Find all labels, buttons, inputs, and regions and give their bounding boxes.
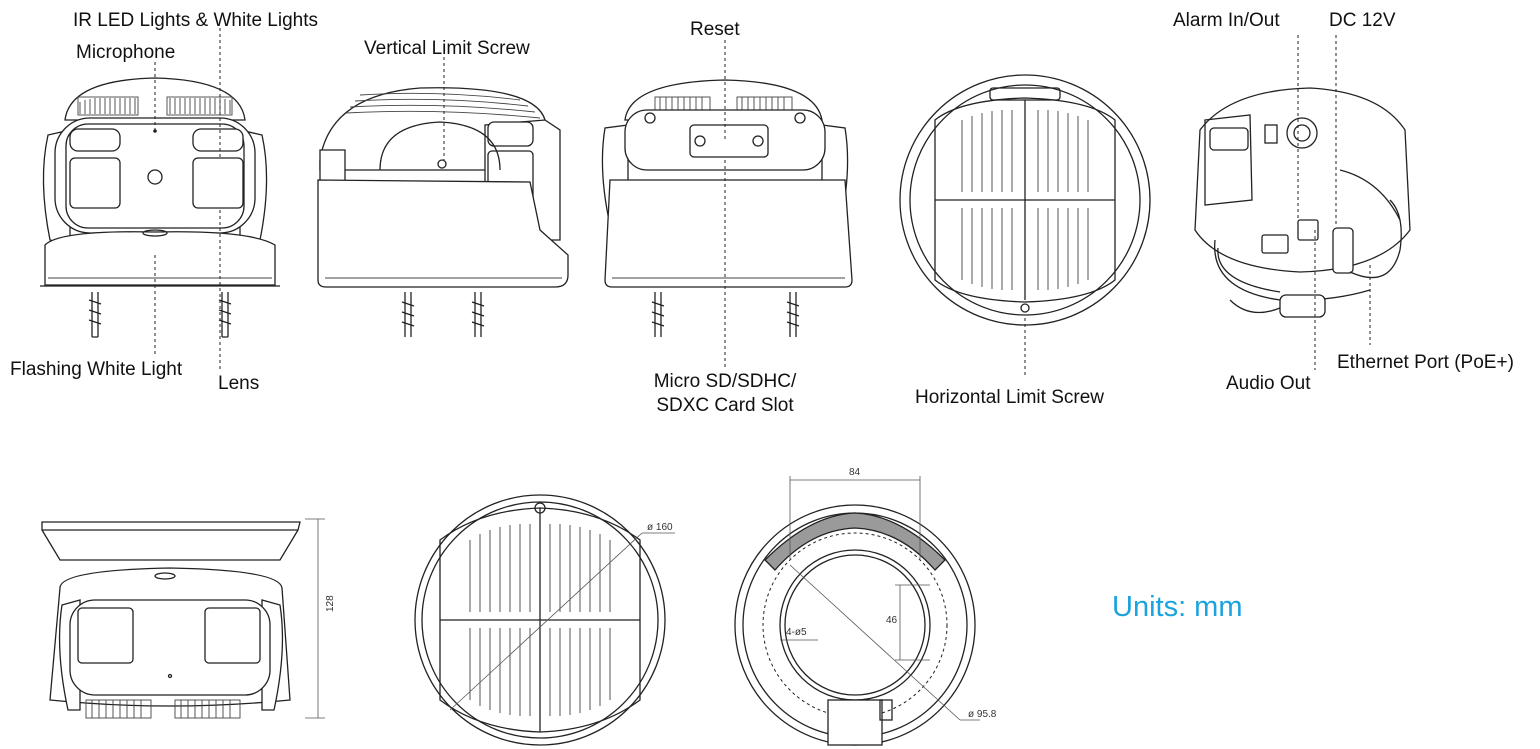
label-dc-12v: DC 12V — [1329, 10, 1396, 31]
label-alarm-in-out: Alarm In/Out — [1173, 10, 1280, 31]
label-reset: Reset — [690, 19, 740, 40]
label-horizontal-limit-screw: Horizontal Limit Screw — [915, 387, 1104, 408]
side-view-drawing — [317, 87, 569, 337]
dim-diameter: ø 160 — [647, 522, 673, 533]
label-lens: Lens — [218, 373, 260, 394]
dim-mount-drawing — [734, 476, 980, 746]
label-vertical-limit-screw: Vertical Limit Screw — [364, 38, 530, 59]
label-sd-card-line2: SDXC Card Slot — [656, 395, 794, 416]
dim-hole-spacing: 46 — [886, 615, 898, 626]
back-view-drawing — [601, 79, 853, 337]
dim-inner-diameter: ø 95.8 — [968, 709, 997, 720]
dim-height: 128 — [325, 595, 336, 612]
label-ethernet-port: Ethernet Port (PoE+) — [1337, 352, 1514, 373]
label-flashing-white-light: Flashing White Light — [10, 359, 183, 380]
top-view-drawing — [899, 74, 1151, 326]
front-view-drawing — [40, 77, 280, 338]
units-label: Units: mm — [1112, 591, 1243, 623]
label-audio-out: Audio Out — [1226, 373, 1311, 394]
dim-front-drawing — [41, 518, 325, 719]
label-microphone: Microphone — [76, 42, 176, 63]
top-view-vents — [961, 110, 1089, 290]
label-ir-led-white-lights: IR LED Lights & White Lights — [73, 10, 318, 31]
perspective-view-drawing — [1194, 87, 1411, 318]
leader-lines — [154, 28, 1371, 375]
label-sd-card-line1: Micro SD/SDHC/ — [653, 371, 797, 392]
dim-holes: 4-ø5 — [786, 627, 807, 638]
dim-circle-drawing — [414, 494, 675, 746]
dim-width-top: 84 — [849, 467, 861, 478]
